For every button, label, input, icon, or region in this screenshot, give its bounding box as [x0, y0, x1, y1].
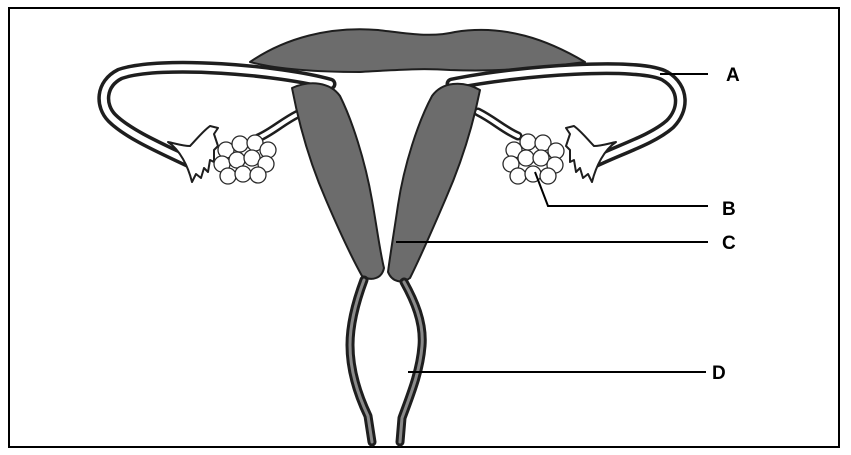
uterine-fundus — [250, 29, 585, 72]
left-uterine-wall — [292, 83, 384, 278]
vagina — [350, 280, 422, 442]
right-uterine-wall — [388, 84, 480, 282]
label-a: A — [726, 65, 740, 86]
right-ovary — [503, 134, 564, 184]
leader-line-b — [535, 172, 708, 206]
label-d: D — [712, 363, 726, 384]
label-c: C — [722, 233, 736, 254]
label-b: B — [722, 199, 736, 220]
left-ovary — [214, 135, 276, 184]
